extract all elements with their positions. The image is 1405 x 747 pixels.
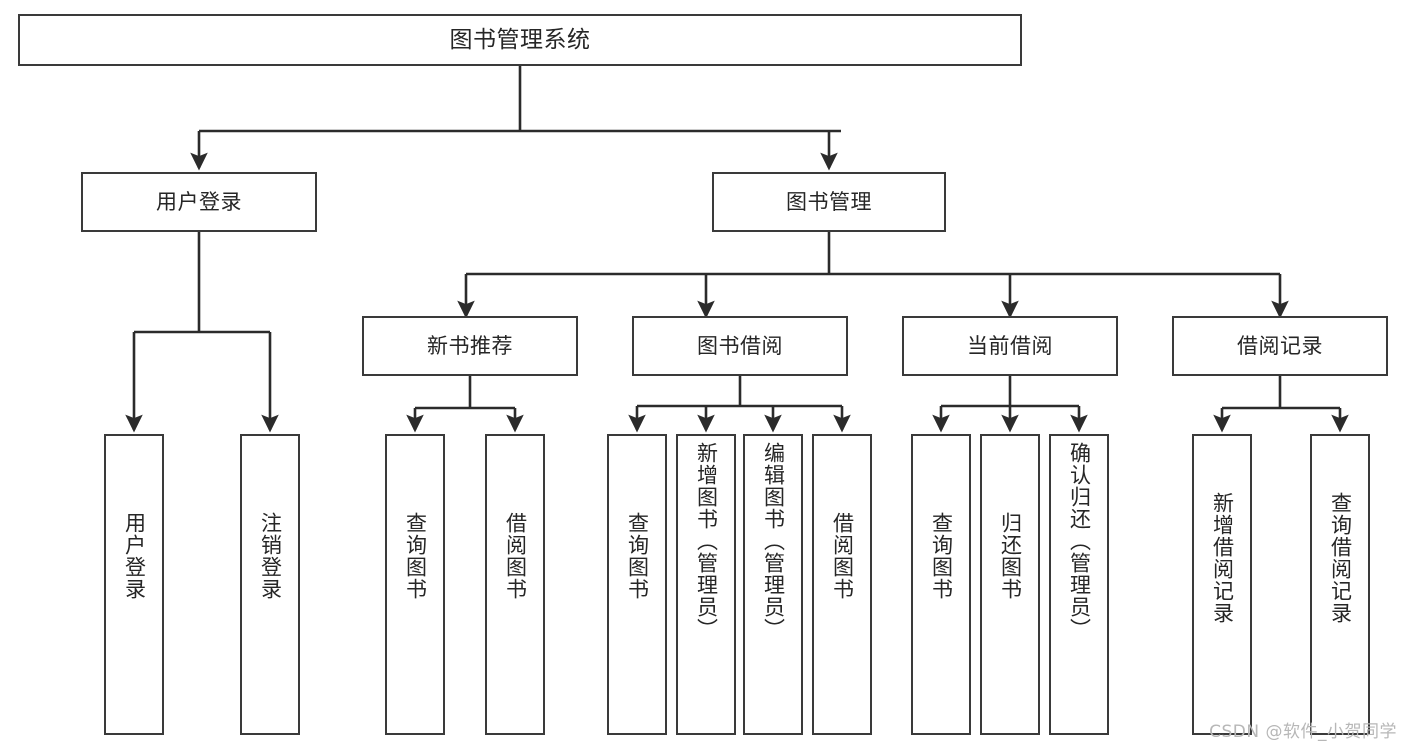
node-leaf-user-logout[interactable]: 注销登录	[240, 434, 300, 735]
node-leaf-query-book-2-label: 查询图书	[625, 512, 650, 600]
node-leaf-confirm-return[interactable]: 确认归还（管理员）	[1049, 434, 1109, 735]
node-leaf-add-record[interactable]: 新增借阅记录	[1192, 434, 1252, 735]
node-leaf-add-book-label: 新增图书（管理员）	[694, 442, 719, 640]
csdn-watermark: CSDN @软件_小贺同学	[1209, 722, 1397, 742]
node-leaf-borrow-book-1[interactable]: 借阅图书	[485, 434, 545, 735]
node-leaf-add-book[interactable]: 新增图书（管理员）	[676, 434, 736, 735]
node-borrow-record-label: 借阅记录	[1237, 333, 1323, 358]
node-leaf-edit-book[interactable]: 编辑图书（管理员）	[743, 434, 803, 735]
node-leaf-add-record-label: 新增借阅记录	[1210, 492, 1235, 624]
node-leaf-query-book-1[interactable]: 查询图书	[385, 434, 445, 735]
node-leaf-borrow-book-2[interactable]: 借阅图书	[812, 434, 872, 735]
node-leaf-return-book[interactable]: 归还图书	[980, 434, 1040, 735]
node-leaf-borrow-book-1-label: 借阅图书	[503, 512, 528, 600]
node-leaf-query-book-3[interactable]: 查询图书	[911, 434, 971, 735]
node-leaf-query-record[interactable]: 查询借阅记录	[1310, 434, 1370, 735]
node-new-book-rec[interactable]: 新书推荐	[362, 316, 578, 376]
node-leaf-query-book-2[interactable]: 查询图书	[607, 434, 667, 735]
node-book-borrow[interactable]: 图书借阅	[632, 316, 848, 376]
node-current-borrow[interactable]: 当前借阅	[902, 316, 1118, 376]
node-book-borrow-label: 图书借阅	[697, 333, 783, 358]
node-book-manage[interactable]: 图书管理	[712, 172, 946, 232]
node-root-label: 图书管理系统	[449, 26, 591, 53]
node-root[interactable]: 图书管理系统	[18, 14, 1022, 66]
node-new-book-rec-label: 新书推荐	[427, 333, 513, 358]
node-current-borrow-label: 当前借阅	[967, 333, 1053, 358]
node-leaf-user-login[interactable]: 用户登录	[104, 434, 164, 735]
node-leaf-confirm-return-label: 确认归还（管理员）	[1067, 442, 1092, 640]
node-leaf-query-book-1-label: 查询图书	[403, 512, 428, 600]
node-user-login[interactable]: 用户登录	[81, 172, 317, 232]
node-leaf-edit-book-label: 编辑图书（管理员）	[761, 442, 786, 640]
node-leaf-user-logout-label: 注销登录	[258, 512, 283, 600]
node-leaf-return-book-label: 归还图书	[998, 512, 1023, 600]
node-user-login-label: 用户登录	[156, 189, 242, 214]
node-leaf-user-login-label: 用户登录	[122, 512, 147, 600]
node-book-manage-label: 图书管理	[786, 189, 872, 214]
node-leaf-borrow-book-2-label: 借阅图书	[830, 512, 855, 600]
node-leaf-query-record-label: 查询借阅记录	[1328, 492, 1353, 624]
node-borrow-record[interactable]: 借阅记录	[1172, 316, 1388, 376]
node-leaf-query-book-3-label: 查询图书	[929, 512, 954, 600]
